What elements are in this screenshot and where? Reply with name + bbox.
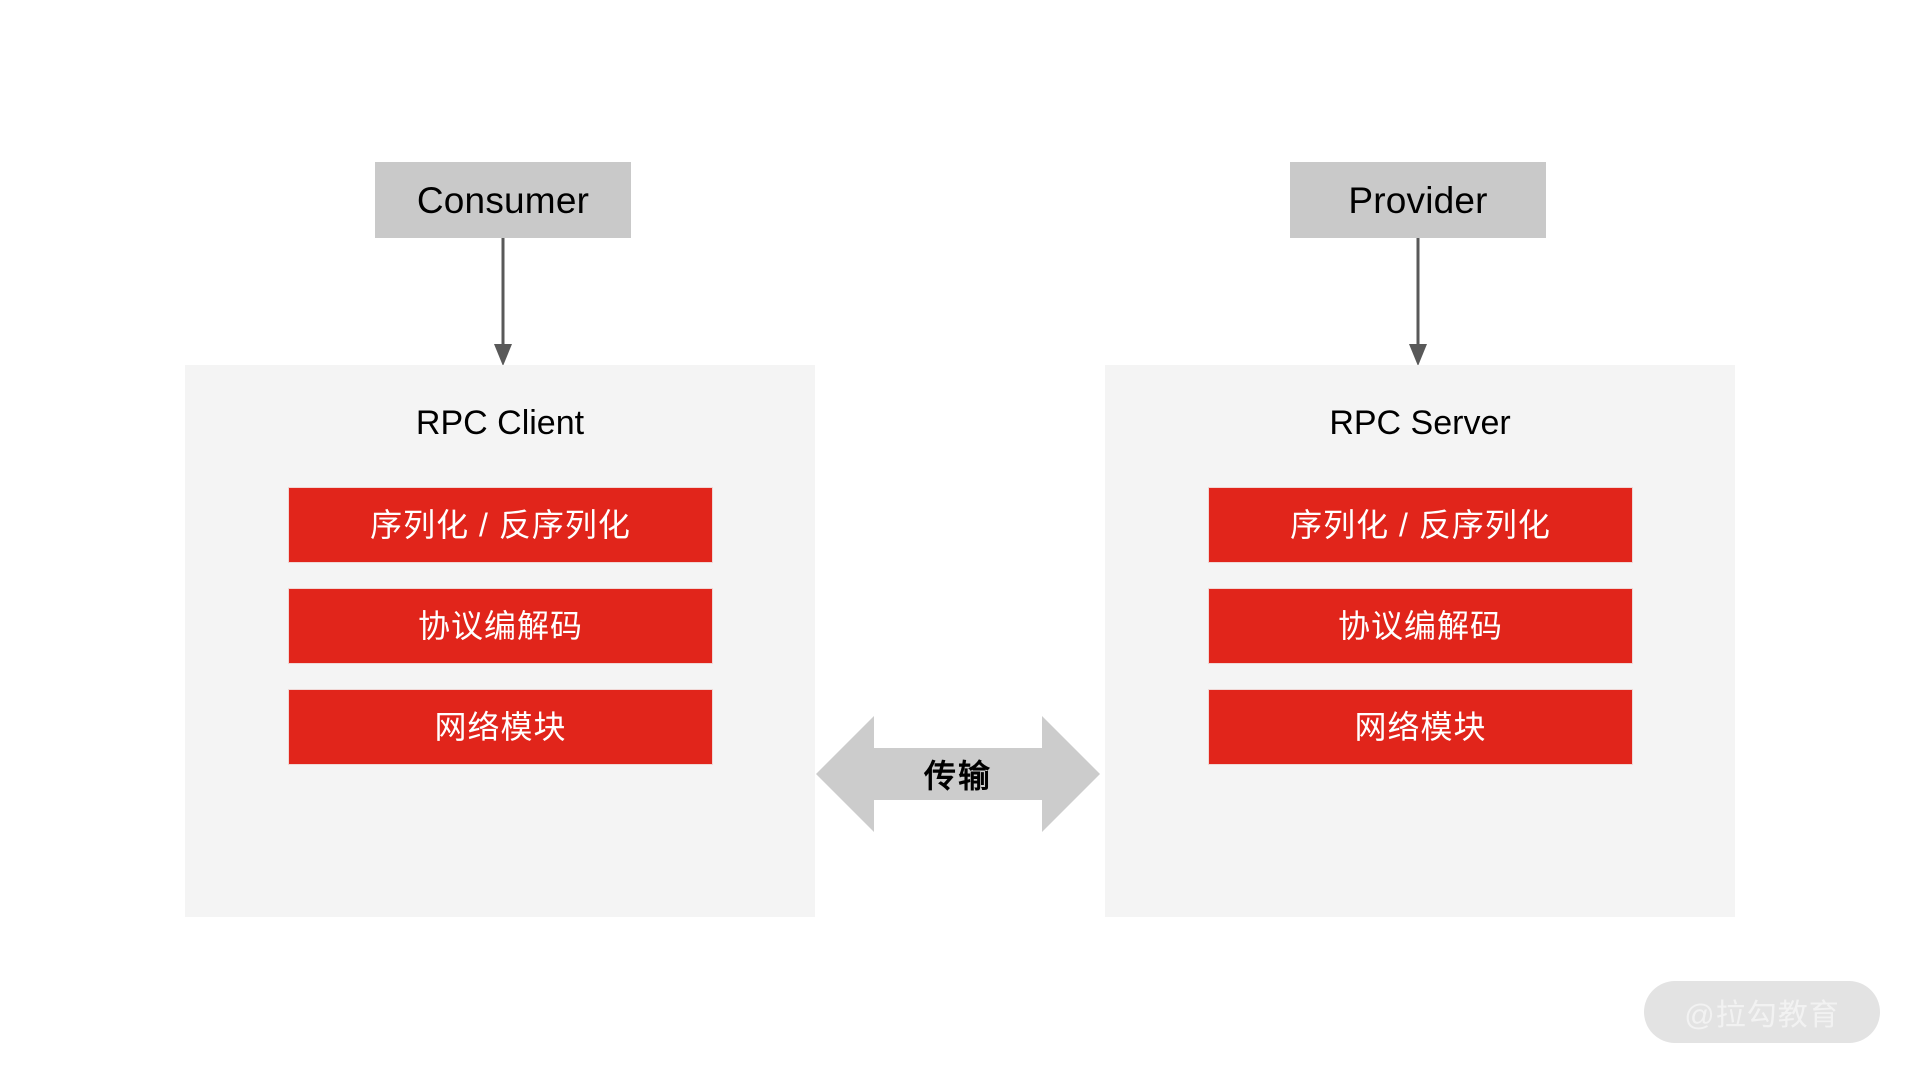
- actor-box-provider: Provider: [1290, 162, 1546, 238]
- module-list-client: 序列化 / 反序列化 协议编解码 网络模块: [288, 487, 713, 765]
- watermark-label: @拉勾教育: [1684, 999, 1840, 1032]
- module-bar-protocol-codec-server: 协议编解码: [1208, 588, 1633, 664]
- node-container-rpc-server: RPC Server 序列化 / 反序列化 协议编解码 网络模块: [1105, 365, 1735, 917]
- actor-box-consumer: Consumer: [375, 162, 631, 238]
- module-bar-protocol-codec-client: 协议编解码: [288, 588, 713, 664]
- module-bar-network-client: 网络模块: [288, 689, 713, 765]
- double-arrow-icon: [816, 716, 1100, 832]
- module-bar-serialization-client: 序列化 / 反序列化: [288, 487, 713, 563]
- watermark-badge: @拉勾教育: [1644, 981, 1880, 1043]
- connector-arrow-provider-to-server: [1409, 238, 1427, 366]
- module-list-server: 序列化 / 反序列化 协议编解码 网络模块: [1208, 487, 1633, 765]
- node-title-rpc-client: RPC Client: [415, 404, 585, 442]
- connector-arrow-consumer-to-client: [494, 238, 512, 366]
- node-container-rpc-client: RPC Client 序列化 / 反序列化 协议编解码 网络模块: [185, 365, 815, 917]
- node-title-rpc-server: RPC Server: [1329, 404, 1511, 442]
- actor-label-provider: Provider: [1348, 179, 1488, 221]
- module-bar-network-server: 网络模块: [1208, 689, 1633, 765]
- actor-label-consumer: Consumer: [416, 179, 590, 221]
- transport-double-arrow: 传输: [816, 710, 1100, 838]
- module-bar-serialization-server: 序列化 / 反序列化: [1208, 487, 1633, 563]
- transport-label: 传输: [923, 758, 992, 794]
